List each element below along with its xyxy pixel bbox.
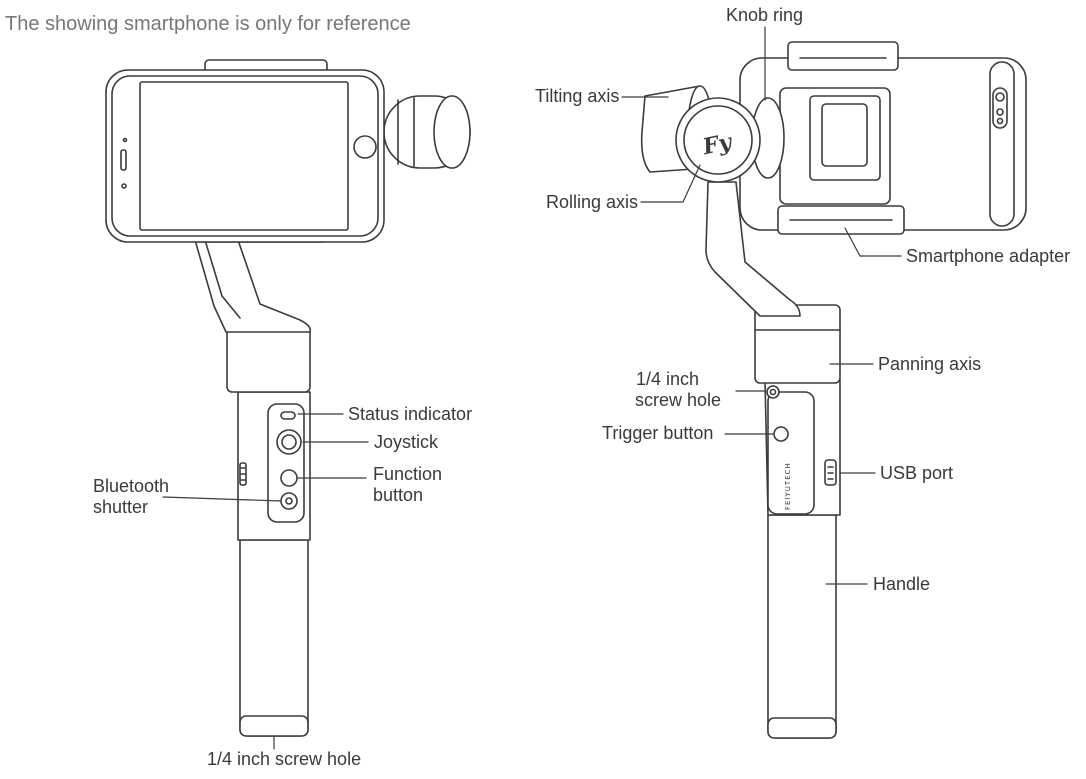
bluetooth-shutter-button <box>280 492 298 510</box>
label-status-indicator: Status indicator <box>348 404 473 424</box>
label-tilting-axis: Tilting axis <box>535 86 620 106</box>
back-gimbal-arm <box>705 181 801 317</box>
home-button <box>353 135 377 159</box>
back-camera <box>992 87 1008 129</box>
label-trigger-button: Trigger button <box>602 423 714 443</box>
back-screw-hole <box>766 385 780 399</box>
label-handle: Handle <box>873 574 931 594</box>
phone-screen <box>139 81 349 231</box>
joystick-knob <box>276 429 302 455</box>
usb-port-side <box>239 462 247 486</box>
label-smartphone-adapter: Smartphone adapter <box>906 246 1071 266</box>
back-view-gimbal <box>640 41 1027 739</box>
reference-note: The showing smartphone is only for refer… <box>5 13 411 35</box>
roll-motor-back <box>675 97 761 183</box>
label-usb-port: USB port <box>880 463 954 483</box>
adapter-clamp-top <box>787 41 899 71</box>
brand-text: FEIYUTECH <box>784 462 792 510</box>
label-screw-hole-back-line1: 1/4 inch <box>636 369 700 389</box>
back-pan-motor <box>754 304 841 384</box>
front-view-gimbal <box>105 59 471 737</box>
brand-panel <box>767 391 815 515</box>
handle-end-cap <box>239 715 309 737</box>
label-function-button-line2: button <box>373 485 424 505</box>
label-rolling-axis: Rolling axis <box>546 192 639 212</box>
label-screw-hole-back-line2: screw hole <box>635 390 722 410</box>
back-view-leaders <box>621 26 902 585</box>
pan-motor <box>226 327 311 393</box>
label-knob-ring: Knob ring <box>726 5 804 25</box>
status-indicator-led <box>280 411 296 420</box>
trigger-button <box>773 426 789 442</box>
label-screw-hole-bottom: 1/4 inch screw hole <box>207 749 362 769</box>
label-bluetooth-shutter-line1: Bluetooth <box>93 476 170 496</box>
label-bluetooth-shutter-line2: shutter <box>93 497 149 517</box>
label-function-button-line1: Function <box>373 464 443 484</box>
back-handle-lower <box>767 514 837 739</box>
gimbal-arm <box>194 239 312 333</box>
phone-body <box>105 69 385 243</box>
label-panning-axis: Panning axis <box>878 354 982 374</box>
label-joystick: Joystick <box>374 432 439 452</box>
front-view-leaders <box>162 413 369 750</box>
adapter-frame <box>779 87 891 205</box>
function-button <box>280 469 298 487</box>
